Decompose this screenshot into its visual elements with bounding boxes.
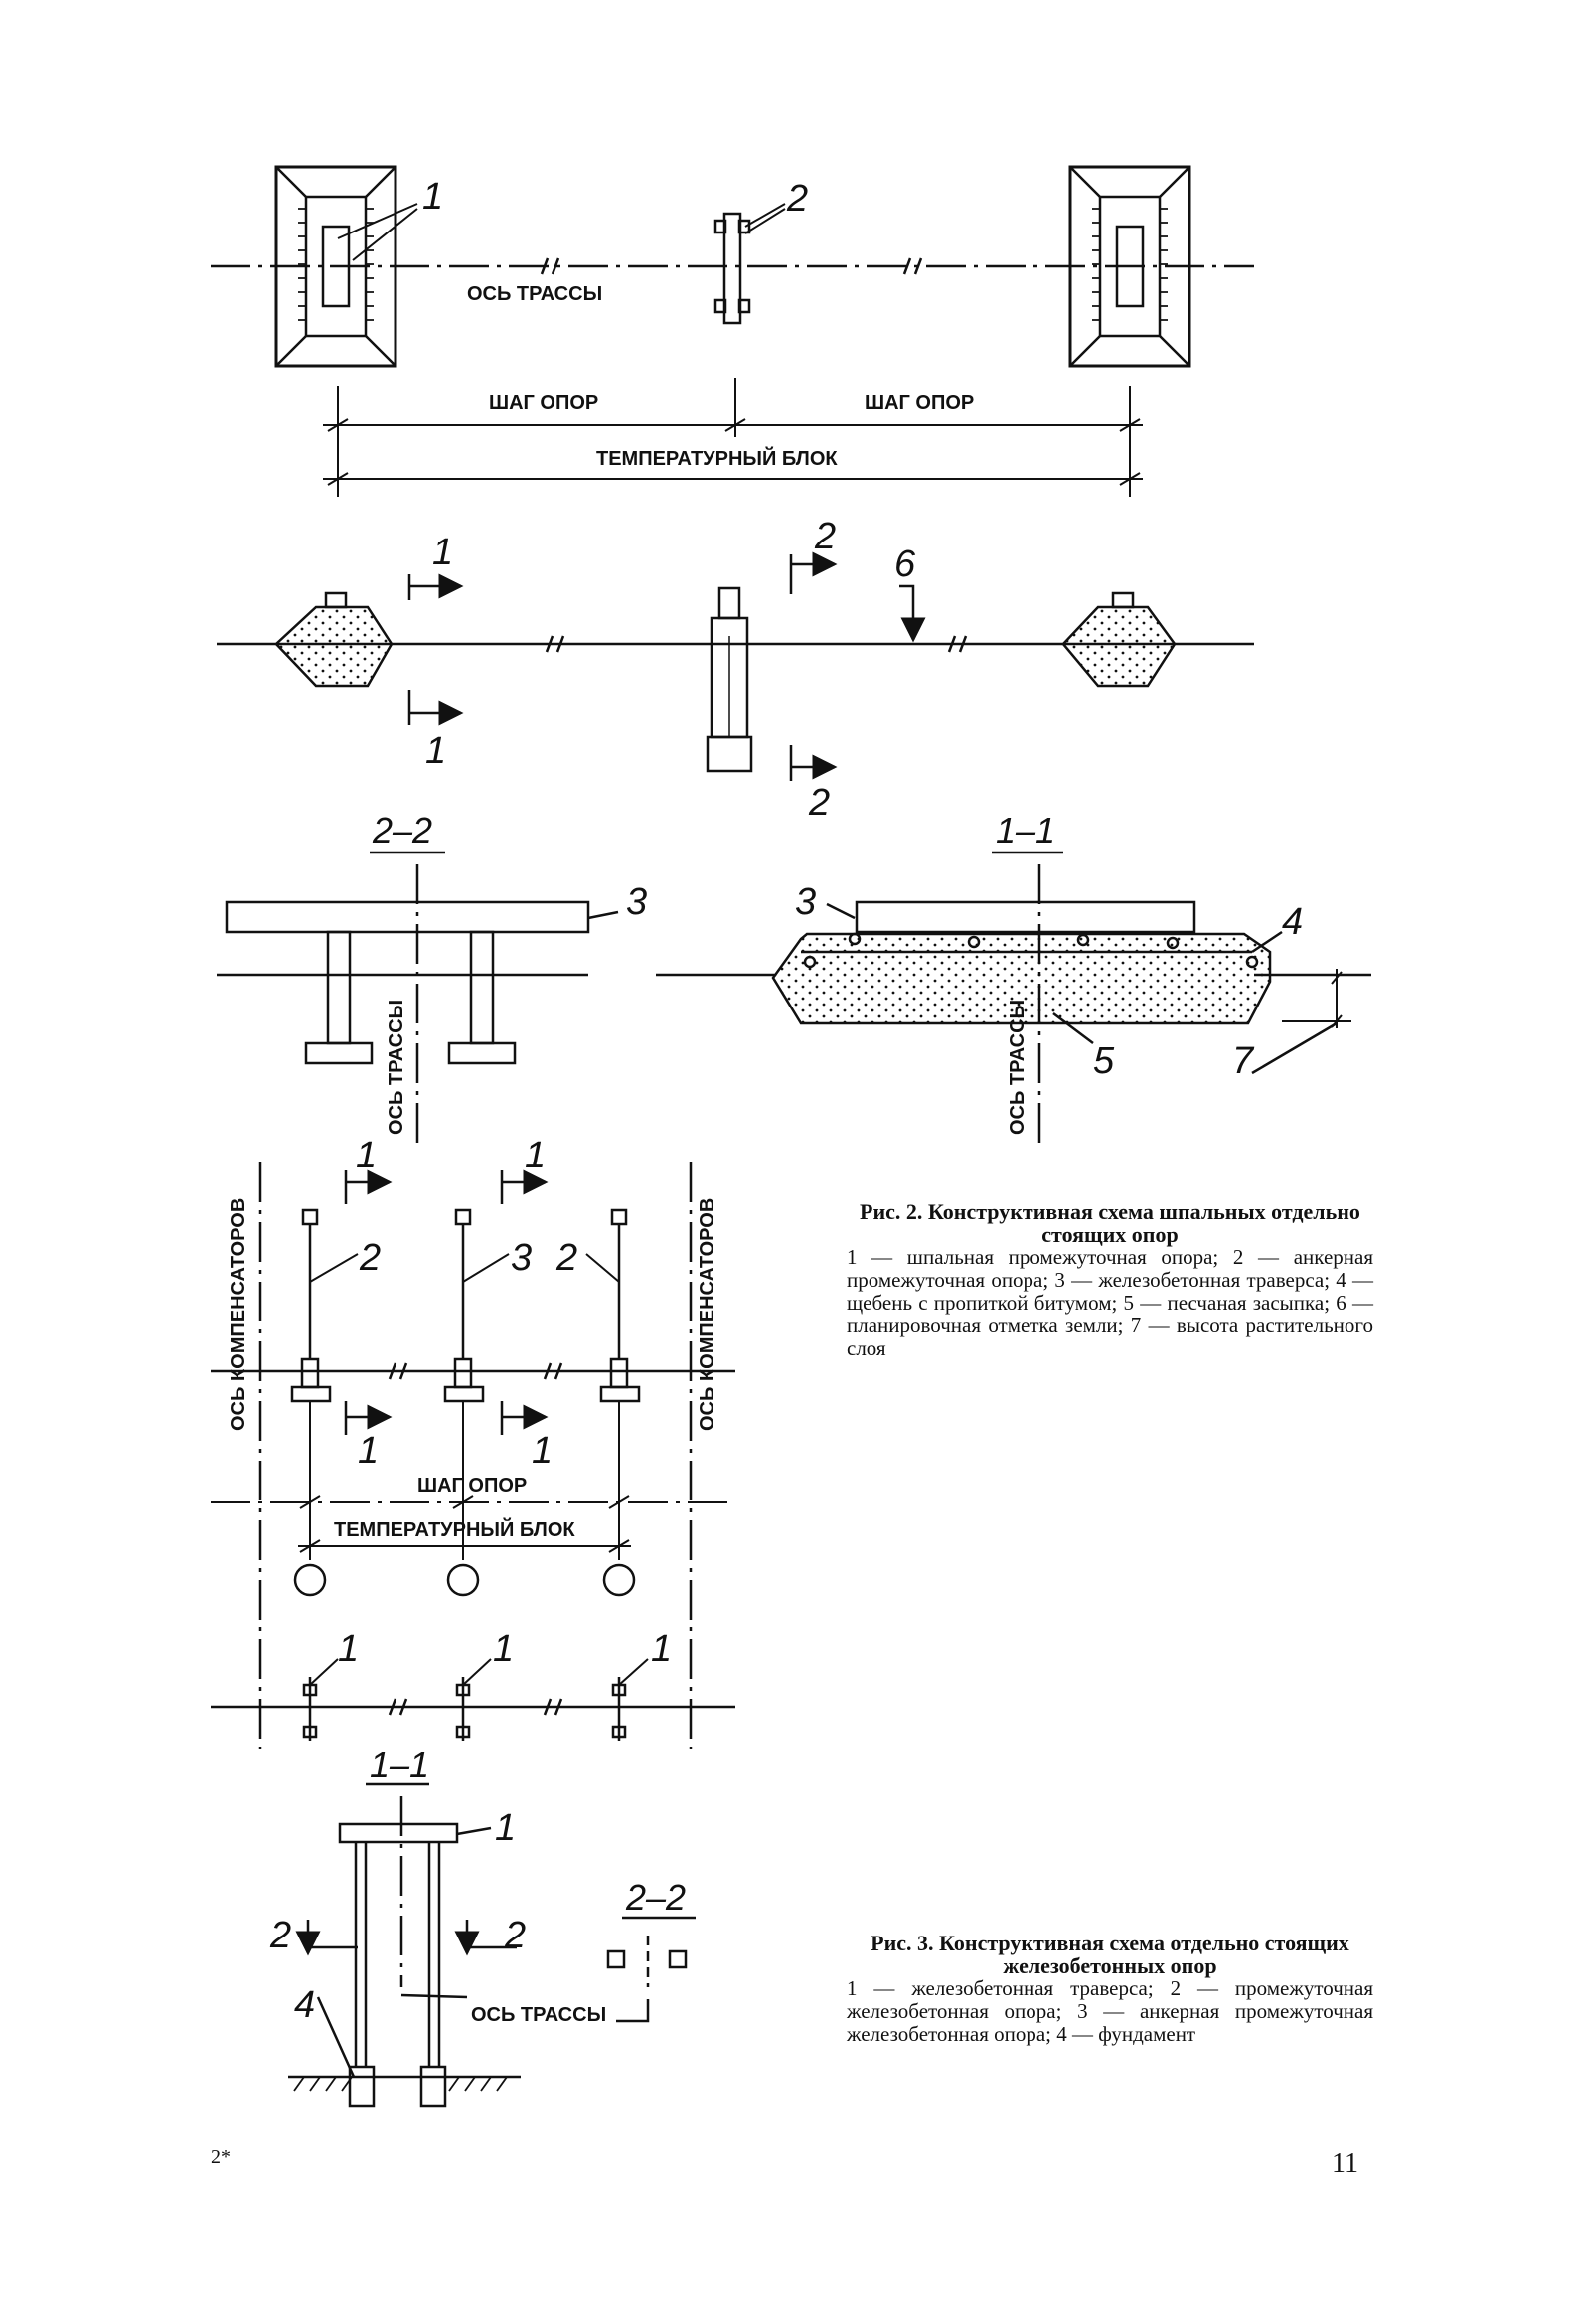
fig3-11-mark-4: 4 bbox=[294, 1984, 315, 2026]
fig3-section-11-title: 1–1 bbox=[370, 1744, 429, 1784]
fig3-cut-1-top-right: 1 bbox=[525, 1135, 546, 1176]
fig2-section-11-title: 1–1 bbox=[996, 810, 1055, 851]
fig2-section-11 bbox=[656, 864, 1371, 1143]
fig3-small-mark-1-right: 1 bbox=[651, 1628, 672, 1670]
sleeper-support-elev-right bbox=[1061, 591, 1177, 688]
fig3-11-cut-2-right: 2 bbox=[504, 1915, 526, 1956]
page-corner-mark: 2* bbox=[211, 2146, 231, 2168]
fig2-11-mark-3: 3 bbox=[795, 881, 816, 923]
fig3-mark-2-right: 2 bbox=[555, 1237, 577, 1279]
fig2-cut-2-top: 2 bbox=[814, 516, 836, 557]
sleeper-support-elev-left bbox=[274, 591, 394, 688]
fig3-caption-body: 1 — железобетонная траверса; 2 — промежу… bbox=[847, 1976, 1373, 2046]
fig3-cut-1-bottom-right: 1 bbox=[532, 1430, 553, 1472]
fig3-section-22 bbox=[606, 1936, 688, 1987]
fig3-cut-1-bottom-left: 1 bbox=[358, 1430, 379, 1472]
fig3-small-mark-1-middle: 1 bbox=[493, 1628, 514, 1670]
fig2-section-22-title: 2–2 bbox=[372, 810, 432, 851]
fig3-11-axis-label: ОСЬ ТРАССЫ bbox=[471, 2004, 606, 2026]
fig3-compensator-axis-right: ОСЬ КОМПЕНСАТОРОВ bbox=[697, 1198, 718, 1431]
fig3-11-mark-1: 1 bbox=[495, 1807, 516, 1849]
fig3-small-mark-1-left: 1 bbox=[338, 1628, 359, 1670]
fig3-cut-1-top-left: 1 bbox=[356, 1135, 377, 1176]
anchor-support-plan bbox=[713, 212, 751, 325]
fig2-elevation bbox=[217, 554, 1254, 781]
fig2-cut-1-top: 1 bbox=[432, 532, 453, 573]
fig2-mark-2-plan: 2 bbox=[786, 178, 808, 220]
fig2-section-22 bbox=[217, 864, 619, 1143]
fig3-11-cut-2-left: 2 bbox=[269, 1915, 291, 1956]
sleeper-support-plan-right bbox=[1068, 165, 1191, 368]
fig2-cut-1-bottom: 1 bbox=[425, 730, 446, 772]
fig3-span-label: ШАГ ОПОР bbox=[417, 1475, 527, 1497]
fig2-caption-title: Рис. 2. Конструктивная схема шпальных от… bbox=[860, 1199, 1360, 1247]
fig2-11-mark-5: 5 bbox=[1093, 1040, 1115, 1082]
fig2-11-mark-4: 4 bbox=[1282, 901, 1303, 943]
fig2-caption: Рис. 2. Конструктивная схема шпальных от… bbox=[847, 1200, 1373, 1360]
fig3-plan bbox=[211, 1162, 735, 1749]
fig2-11-mark-7: 7 bbox=[1232, 1040, 1255, 1082]
fig2-22-axis-label: ОСЬ ТРАССЫ bbox=[386, 1000, 407, 1135]
fig3-support-middle bbox=[443, 1208, 485, 1403]
fig2-caption-body: 1 — шпальная промежуточная опора; 2 — ан… bbox=[847, 1245, 1373, 1360]
fig2-span-left-label: ШАГ ОПОР bbox=[489, 392, 598, 414]
fig2-22-mark-3: 3 bbox=[626, 881, 647, 923]
fig2-mark-6: 6 bbox=[894, 543, 916, 585]
fig3-mark-2-left: 2 bbox=[359, 1237, 381, 1279]
fig2-axis-label: ОСЬ ТРАССЫ bbox=[467, 283, 602, 305]
fig2-block-label: ТЕМПЕРАТУРНЫЙ БЛОК bbox=[596, 446, 838, 470]
fig2-span-right-label: ШАГ ОПОР bbox=[865, 392, 974, 414]
fig3-small-plan-supports bbox=[302, 1677, 627, 1741]
fig3-caption: Рис. 3. Конструктивная схема отдельно ст… bbox=[847, 1932, 1373, 2046]
fig3-support-left bbox=[290, 1208, 332, 1403]
sleeper-support-plan-left bbox=[274, 165, 397, 368]
page-number: 11 bbox=[1332, 2148, 1358, 2179]
fig3-block-label: ТЕМПЕРАТУРНЫЙ БЛОК bbox=[334, 1517, 575, 1541]
fig2-11-axis-label: ОСЬ ТРАССЫ bbox=[1007, 1000, 1029, 1135]
anchor-support-elev bbox=[706, 586, 753, 773]
fig2-cut-2-bottom: 2 bbox=[808, 782, 830, 824]
fig3-mark-3: 3 bbox=[511, 1237, 532, 1279]
fig3-compensator-axis-left: ОСЬ КОМПЕНСАТОРОВ bbox=[228, 1198, 249, 1431]
fig2-mark-1-plan: 1 bbox=[422, 176, 443, 218]
fig3-caption-title: Рис. 3. Конструктивная схема отдельно ст… bbox=[871, 1931, 1349, 1978]
fig3-section-22-title: 2–2 bbox=[625, 1877, 686, 1918]
fig2-plan bbox=[211, 165, 1254, 497]
fig3-section-11 bbox=[288, 1796, 650, 2108]
